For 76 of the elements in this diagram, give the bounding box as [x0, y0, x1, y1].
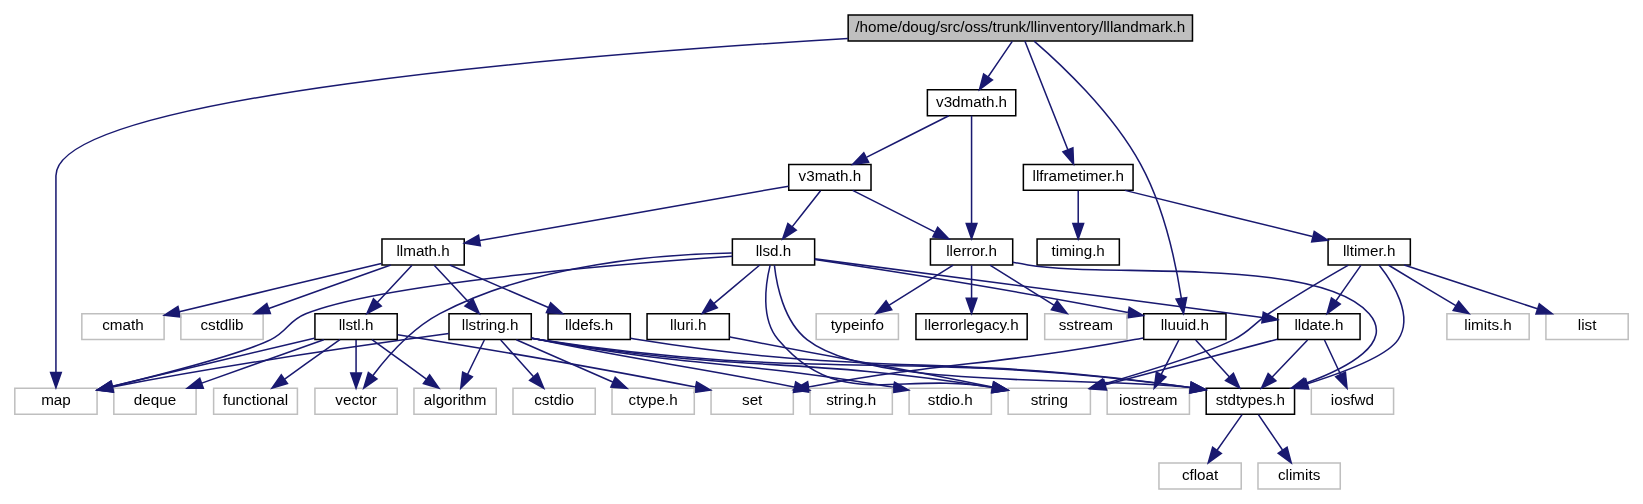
node-box: lluri.h: [646, 312, 731, 341]
node-box: iosfwd: [1310, 387, 1395, 415]
node-box: iostream: [1106, 387, 1191, 415]
arrow: [252, 264, 392, 315]
node-box: ctype.h: [611, 387, 696, 415]
node-box: algorithm: [413, 387, 497, 415]
arrow: [814, 258, 1146, 319]
node-box: stdio.h: [908, 387, 993, 415]
arrow: [850, 114, 950, 166]
node-box: llstring.h: [448, 312, 533, 341]
node-box: vector: [314, 387, 398, 415]
node-box: string.h: [809, 387, 894, 415]
arrow: [349, 339, 363, 391]
node-box: string: [1007, 387, 1092, 415]
arrow: [965, 114, 978, 241]
arrow: [781, 189, 822, 241]
arrow: [1257, 413, 1293, 465]
node-box: cfloat: [1158, 462, 1242, 490]
arrow: [185, 338, 325, 390]
node-box: /home/doug/src/oss/trunk/llinventory/lllandmark.h: [847, 14, 1194, 42]
node-box: llframetimer.h: [1022, 163, 1134, 192]
arrow: [989, 264, 1070, 315]
arrow: [1124, 189, 1330, 243]
node-box: lluuid.h: [1142, 312, 1227, 341]
arrow: [1153, 339, 1180, 391]
node-box: v3math.h: [788, 163, 872, 192]
arrow: [1387, 264, 1471, 315]
arrow: [978, 40, 1014, 92]
node-box: v3dmath.h: [926, 89, 1017, 117]
node-box: llerrorlegacy.h: [915, 312, 1028, 341]
arrow: [499, 339, 546, 390]
arrow: [1206, 413, 1243, 465]
arrow: [874, 264, 954, 315]
arrow: [396, 333, 713, 394]
node-box: cstdio: [512, 387, 596, 415]
node-box: deque: [113, 387, 197, 415]
arrow: [1323, 339, 1348, 391]
arrow: [162, 262, 383, 318]
arrow: [515, 338, 630, 390]
node-box: llerror.h: [929, 238, 1014, 266]
arrow: [1403, 264, 1555, 315]
node-box: list: [1545, 312, 1629, 341]
arrow: [270, 338, 341, 390]
arrow: [1033, 40, 1188, 316]
arrow: [1325, 264, 1362, 316]
node-box: climits: [1257, 462, 1341, 490]
node-box: lltimer.h: [1327, 238, 1412, 266]
arrow: [1194, 339, 1242, 390]
arrow: [965, 264, 978, 316]
arrow: [700, 264, 761, 315]
arrow: [1071, 189, 1085, 242]
node-box: lldefs.h: [547, 312, 632, 341]
node-box: cmath: [81, 312, 165, 341]
node-box: lldate.h: [1277, 312, 1361, 341]
arrow: [459, 339, 486, 391]
arrow: [851, 189, 951, 241]
node-box: llstl.h: [314, 312, 398, 341]
arrow: [462, 185, 790, 247]
node-box: functional: [212, 387, 299, 415]
node-box: stdtypes.h: [1205, 387, 1296, 415]
node-box: cstdlib: [180, 312, 264, 341]
node-box: map: [14, 387, 98, 415]
arrow: [49, 37, 849, 390]
arrow: [1024, 40, 1075, 167]
arrow: [362, 252, 733, 390]
node-box: limits.h: [1446, 312, 1530, 341]
node-box: set: [710, 387, 795, 415]
node-box: timing.h: [1036, 238, 1121, 266]
arrow: [371, 338, 441, 390]
arrow: [449, 264, 565, 315]
node-box: llmath.h: [381, 238, 465, 266]
arrow: [433, 264, 481, 316]
arrow: [365, 264, 413, 316]
node-box: typeinfo: [815, 312, 900, 341]
node-box: sstream: [1043, 312, 1128, 341]
node-box: llsd.h: [731, 238, 816, 266]
